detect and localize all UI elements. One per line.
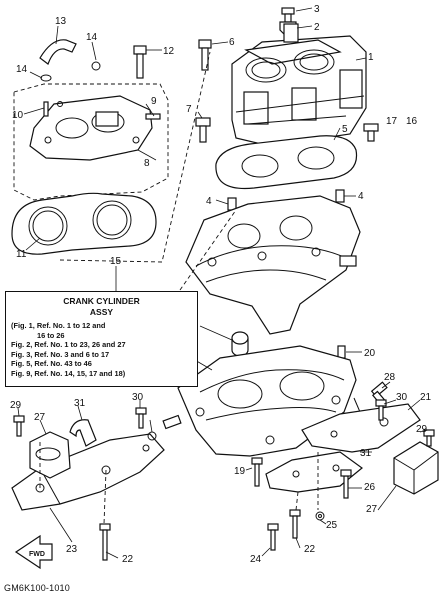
callout-29-right: 29 (416, 424, 428, 435)
callout-9: 9 (151, 96, 157, 107)
bolt-29-right (423, 429, 435, 447)
bolt-29-left (13, 415, 25, 437)
callout-31-left: 31 (74, 398, 86, 409)
callout-11: 11 (16, 249, 27, 260)
callout-7: 7 (186, 104, 192, 115)
assy-box-subtitle: ASSY (89, 307, 114, 317)
dowel-4-right (335, 189, 345, 203)
callout-24: 24 (250, 554, 262, 565)
bolt-12 (133, 45, 147, 79)
callout-21: 21 (420, 392, 432, 403)
crank-cylinder-assy-box: CRANK CYLINDER ASSY (Fig. 1, Ref. No. 1 … (5, 291, 198, 387)
callout-29-left: 29 (10, 400, 22, 411)
callout-4-right: 4 (358, 191, 364, 202)
callout-27-left: 27 (34, 412, 46, 423)
callout-25: 25 (326, 520, 338, 531)
fwd-arrow-icon: FWD (14, 534, 53, 570)
assy-ref-line: 16 to 26 (37, 330, 65, 340)
hose-clip-14-left (40, 74, 52, 82)
callout-30-left: 30 (132, 392, 144, 403)
engine-mount-plate-23 (11, 433, 165, 511)
bolt-10 (43, 101, 49, 117)
rubber-mount-27-right (393, 441, 439, 495)
callout-4-left: 4 (206, 196, 212, 207)
figure-code: GM6K100-1010 (4, 583, 70, 593)
callout-16-top: 16 (406, 116, 418, 127)
callout-17: 17 (386, 116, 398, 127)
callout-2: 2 (314, 22, 320, 33)
assy-ref-line: Fig. 9, Ref. No. 14, 15, 17 and 18) (11, 368, 126, 378)
engine-mount-plate-21 (301, 403, 421, 453)
callout-30-right: 30 (396, 392, 408, 403)
callout-31-right: 31 (360, 448, 372, 459)
callout-27-right: 27 (366, 504, 378, 515)
callout-28: 28 (384, 372, 396, 383)
callout-10: 10 (12, 110, 24, 121)
callout-6: 6 (229, 37, 235, 48)
callout-1: 1 (368, 52, 374, 63)
bolt-22-right (289, 509, 301, 539)
bolt-24 (267, 523, 279, 551)
bolt-19 (251, 457, 263, 487)
callout-22-right: 22 (304, 544, 316, 555)
assy-ref-line: Fig. 3, Ref. No. 3 and 6 to 17 (11, 349, 110, 359)
bolt-26 (340, 469, 352, 499)
callout-12: 12 (163, 46, 175, 57)
cover-group-bracket (13, 83, 169, 201)
callout-14-right: 14 (86, 32, 98, 43)
fwd-label: FWD (29, 551, 45, 558)
assy-box-title: CRANK CYLINDER (63, 296, 140, 306)
bolt-22-left (99, 523, 111, 561)
leader-lines (17, 7, 429, 559)
fitting-left-crankcase (162, 414, 182, 430)
washer-25 (315, 511, 325, 521)
callout-3: 3 (314, 4, 320, 15)
guide-line-dowel (179, 209, 237, 291)
cylinder-block-1 (231, 23, 367, 147)
callout-5: 5 (342, 124, 348, 135)
gasket-11 (11, 192, 157, 255)
callout-13: 13 (55, 16, 67, 27)
gasket-5 (215, 135, 358, 190)
bolt-7 (195, 117, 211, 143)
bolt-3 (281, 7, 295, 23)
upper-crankcase (185, 195, 361, 335)
hose-clip-14-right (91, 61, 101, 71)
bearing-18 (231, 331, 249, 357)
hose-13 (39, 39, 77, 65)
callout-15: 15 (110, 256, 122, 267)
callout-numbers: 13 14 14 10 9 8 11 12 6 7 3 2 1 5 17 16 … (10, 4, 432, 565)
guide-line-head (59, 51, 211, 263)
callout-14-left: 14 (16, 64, 28, 75)
mount-bracket-right-lower (265, 451, 363, 493)
bolt-30-left (135, 407, 147, 429)
cover-8 (29, 95, 153, 161)
assy-ref-line: (Fig. 1, Ref. No. 1 to 12 and (11, 321, 106, 330)
callout-23: 23 (66, 544, 78, 555)
callout-22-left: 22 (122, 554, 134, 565)
rubber-mount-27-left (29, 431, 71, 479)
callout-19: 19 (234, 466, 246, 477)
bolt-6 (198, 39, 212, 71)
thermostat-housing (95, 111, 119, 127)
callout-20-right: 20 (364, 348, 376, 359)
assy-ref-line: Fig. 2, Ref. No. 1 to 23, 26 and 27 (11, 340, 126, 350)
clamp-31-left (69, 419, 97, 447)
assy-ref-line: Fig. 5, Ref. No. 43 to 46 (11, 359, 92, 369)
dowel-20-right (337, 345, 346, 359)
bolt-17 (363, 123, 379, 142)
callout-8: 8 (144, 158, 150, 169)
callout-26: 26 (364, 482, 376, 493)
